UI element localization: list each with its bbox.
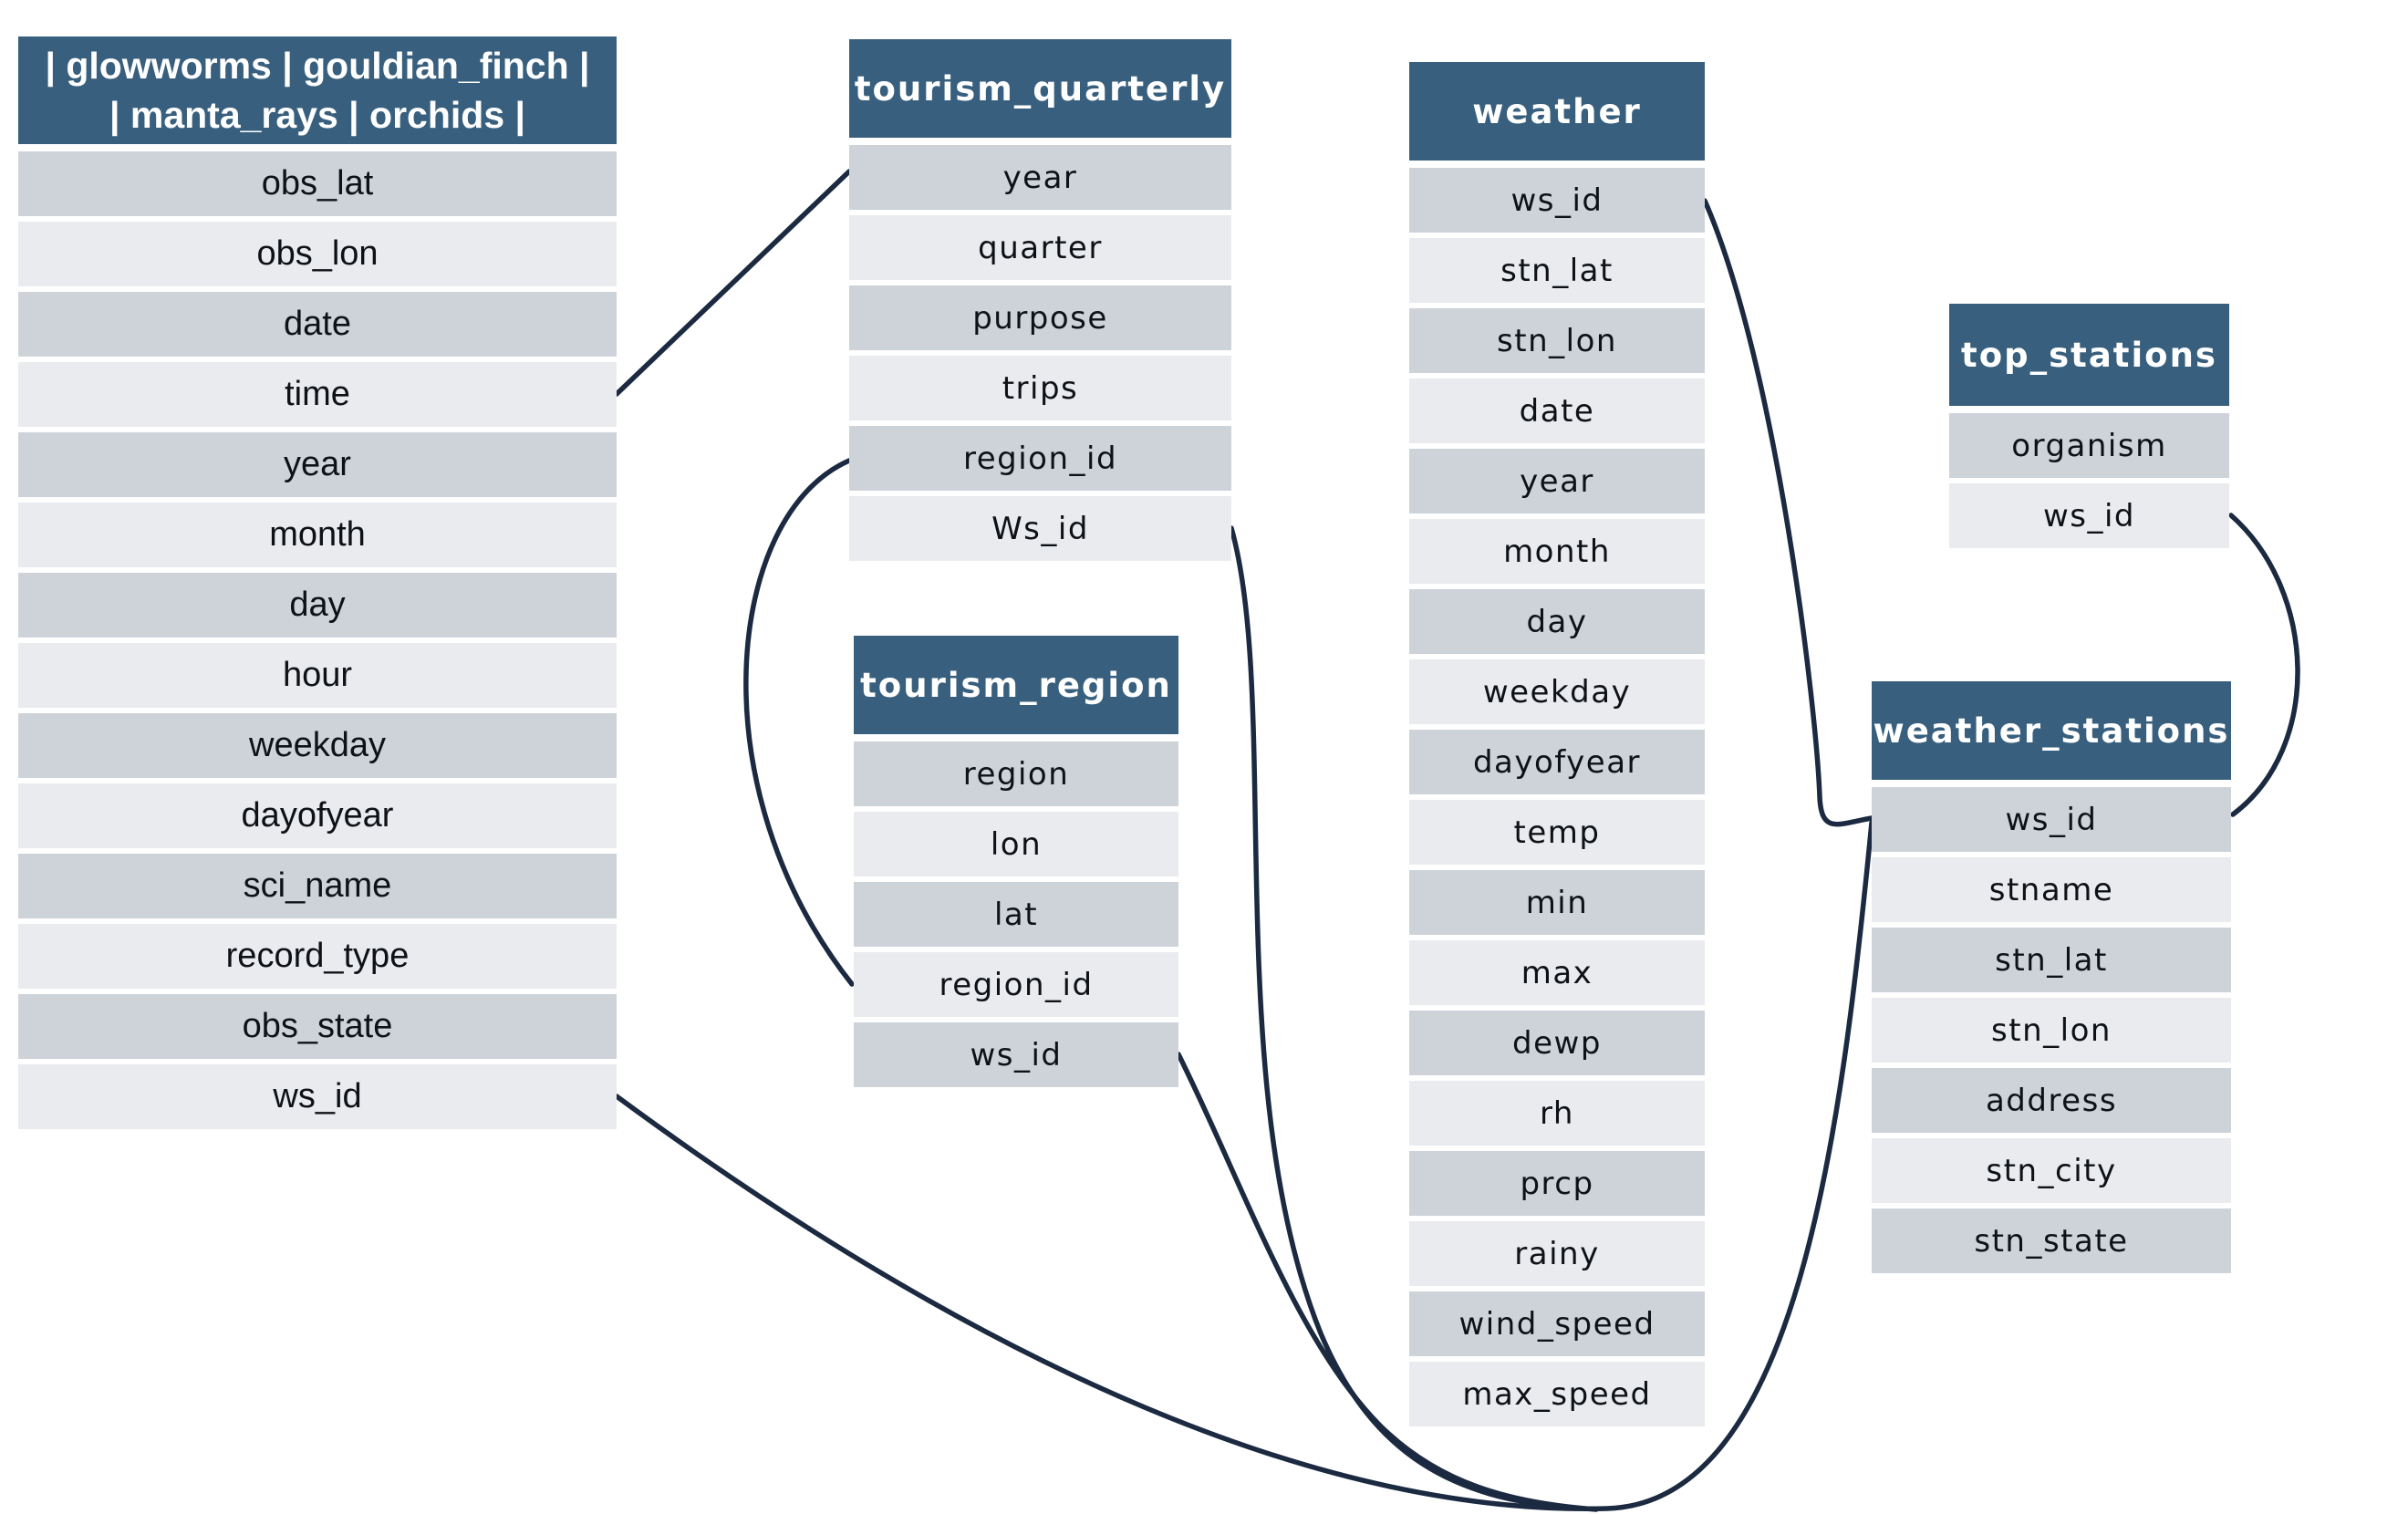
column-row-weather-day: day (1409, 589, 1705, 654)
column-row-weather-prcp: prcp (1409, 1151, 1705, 1216)
column-row-tourism_quarterly-Ws_id: Ws_id (849, 496, 1231, 561)
column-row-weather_stations-stn_city: stn_city (1872, 1138, 2231, 1203)
table-header-organism_observations: | glowworms | gouldian_finch | | manta_ra… (18, 36, 617, 144)
column-row-weather_stations-address: address (1872, 1068, 2231, 1133)
column-row-weather_stations-stn_lon: stn_lon (1872, 998, 2231, 1063)
column-row-weather-max: max (1409, 940, 1705, 1005)
column-row-weather-stn_lon: stn_lon (1409, 308, 1705, 373)
column-row-top_stations-organism: organism (1949, 413, 2229, 478)
column-row-weather-max_speed: max_speed (1409, 1362, 1705, 1426)
column-row-tourism_region-lat: lat (854, 882, 1178, 947)
table-header-tourism_region: tourism_region (854, 636, 1178, 734)
table-title-line: | manta_rays | orchids | (109, 94, 525, 136)
column-row-tourism_region-lon: lon (854, 812, 1178, 876)
column-row-organism_observations-obs_state: obs_state (18, 994, 617, 1059)
column-row-organism_observations-year: year (18, 432, 617, 497)
column-row-weather_stations-stn_state: stn_state (1872, 1208, 2231, 1273)
column-row-weather-min: min (1409, 870, 1705, 935)
column-row-weather-dayofyear: dayofyear (1409, 730, 1705, 794)
column-row-organism_observations-obs_lat: obs_lat (18, 151, 617, 216)
column-row-weather-dewp: dewp (1409, 1011, 1705, 1075)
column-row-tourism_quarterly-purpose: purpose (849, 285, 1231, 350)
column-row-tourism_region-region: region (854, 741, 1178, 806)
column-row-weather-month: month (1409, 519, 1705, 584)
column-row-organism_observations-day: day (18, 573, 617, 638)
column-row-organism_observations-dayofyear: dayofyear (18, 783, 617, 848)
table-title-line: tourism_region (860, 665, 1172, 705)
table-title-line: tourism_quarterly (854, 68, 1227, 109)
table-header-weather: weather (1409, 62, 1705, 161)
table-header-top_stations: top_stations (1949, 304, 2229, 406)
connector-top_stations.ws_id-to-weather_stations.ws_id (2228, 513, 2300, 817)
column-row-weather-wind_speed: wind_speed (1409, 1291, 1705, 1356)
table-title-line: weather (1472, 91, 1642, 131)
table-title-line: top_stations (1961, 335, 2217, 375)
column-row-organism_observations-weekday: weekday (18, 713, 617, 778)
column-row-weather-temp: temp (1409, 800, 1705, 865)
column-row-tourism_quarterly-year: year (849, 145, 1231, 210)
column-row-tourism_region-region_id: region_id (854, 952, 1178, 1017)
table-title-line: | glowworms | gouldian_finch | (45, 44, 590, 87)
column-row-weather_stations-ws_id: ws_id (1872, 787, 2231, 852)
column-row-organism_observations-month: month (18, 503, 617, 567)
column-row-weather_stations-stn_lat: stn_lat (1872, 928, 2231, 992)
column-row-tourism_region-ws_id: ws_id (854, 1022, 1178, 1087)
column-row-weather_stations-stname: stname (1872, 857, 2231, 922)
connector-organism_observations.time-to-tourism_quarterly.year (614, 169, 852, 397)
column-row-weather-ws_id: ws_id (1409, 168, 1705, 233)
column-row-weather-rainy: rainy (1409, 1221, 1705, 1286)
column-row-tourism_quarterly-quarter: quarter (849, 215, 1231, 280)
table-header-tourism_quarterly: tourism_quarterly (849, 39, 1231, 138)
column-row-weather-weekday: weekday (1409, 659, 1705, 724)
column-row-organism_observations-record_type: record_type (18, 924, 617, 989)
connector-weather.ws_id-to-weather_stations.ws_id (1702, 198, 1874, 827)
column-row-organism_observations-time: time (18, 362, 617, 427)
table-organism_observations: | glowworms | gouldian_finch | | manta_ra… (18, 36, 617, 1135)
column-row-weather-rh: rh (1409, 1081, 1705, 1146)
column-row-weather-stn_lat: stn_lat (1409, 238, 1705, 303)
column-row-organism_observations-date: date (18, 292, 617, 357)
table-title-line: weather_stations (1873, 710, 2230, 751)
column-row-weather-date: date (1409, 378, 1705, 443)
column-row-organism_observations-sci_name: sci_name (18, 854, 617, 918)
column-row-organism_observations-hour: hour (18, 643, 617, 708)
column-row-organism_observations-ws_id: ws_id (18, 1064, 617, 1129)
connector-tourism_quarterly.region_id-to-tourism_region.region_id (743, 458, 855, 987)
column-row-organism_observations-obs_lon: obs_lon (18, 222, 617, 286)
table-header-weather_stations: weather_stations (1872, 681, 2231, 780)
column-row-top_stations-ws_id: ws_id (1949, 483, 2229, 548)
column-row-tourism_quarterly-trips: trips (849, 356, 1231, 420)
column-row-tourism_quarterly-region_id: region_id (849, 426, 1231, 491)
column-row-weather-year: year (1409, 449, 1705, 513)
